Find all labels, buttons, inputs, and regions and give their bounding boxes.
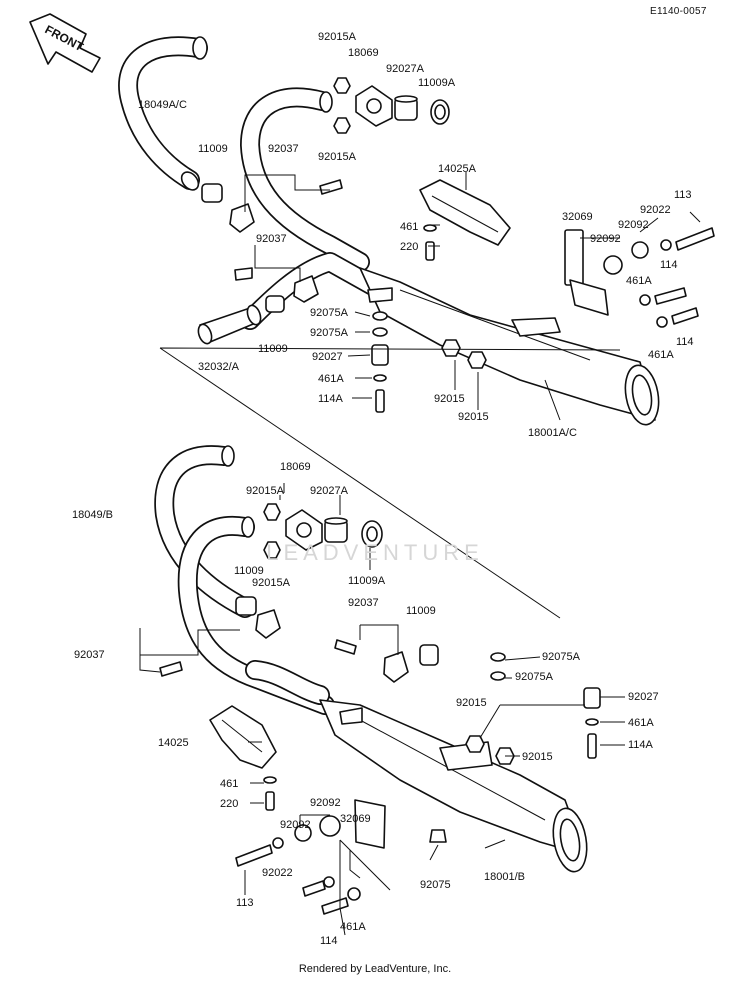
label-461A: 461A [626,275,652,287]
label-18001-B: 18001/B [484,871,525,883]
lower-right-hardware [465,652,601,765]
label-92027: 92027 [628,691,659,703]
label-92027A: 92027A [386,63,425,75]
label-92075A: 92075A [310,327,349,339]
label-32069: 32069 [562,211,593,223]
label-114A: 114A [628,739,654,751]
label-114: 114 [660,259,678,271]
label-92022: 92022 [640,204,671,216]
upper-heat-shield [419,179,511,246]
label-92022: 92022 [262,867,293,879]
upper-muffler-bracket [367,287,561,337]
label-461A: 461A [648,349,674,361]
label-18001A-C: 18001A/C [528,427,577,439]
label-114A: 114A [318,393,344,405]
upper-connector-pipe [197,304,262,345]
label-92037: 92037 [268,143,299,155]
label-18069: 18069 [348,47,379,59]
upper-mount-hardware [564,227,715,328]
label-92037: 92037 [74,649,105,661]
label-18049-B: 18049/B [72,509,113,521]
lower-heat-shield [209,705,277,769]
lower-flange [285,509,323,551]
label-92037: 92037 [348,597,379,609]
lower-muffler [319,699,588,873]
label-32069: 32069 [340,813,371,825]
label-11009: 11009 [198,143,228,155]
label-461: 461 [400,221,418,233]
lower-gasket [361,520,383,548]
lower-clamps [159,609,409,683]
label-11009: 11009 [258,343,288,355]
watermark: LEADVENTURE [266,540,484,565]
label-92092: 92092 [618,219,649,231]
label-92075A: 92075A [542,651,581,663]
upper-collar [394,95,418,121]
upper-rear-header-pipe [240,87,370,272]
label-92015A: 92015A [318,151,357,163]
label-220: 220 [220,798,238,810]
upper-header-pipe [118,36,208,191]
label-461A: 461A [318,373,344,385]
label-92092: 92092 [590,233,621,245]
lower-front-pipe [245,660,330,705]
upper-nuts [333,77,351,134]
upper-flange [355,85,393,127]
label-11009: 11009 [406,605,436,617]
upper-center-hardware [371,224,487,413]
label-92015: 92015 [458,411,489,423]
upper-part-labels: 92015A 18069 92027A 11009A 92015A 18049A… [138,31,694,439]
lower-ring-gasket [235,596,439,666]
label-92027A: 92027A [310,485,349,497]
label-11009: 11009 [234,565,264,577]
label-92092: 92092 [280,819,311,831]
label-461A: 461A [628,717,654,729]
footer-credit: Rendered by LeadVenture, Inc. [298,963,452,975]
label-14025: 14025 [158,737,189,749]
document-code: E1140-0057 [650,6,707,17]
front-arrow-icon: FRONT [29,13,101,73]
label-11009A: 11009A [418,77,456,89]
label-92027: 92027 [312,351,343,363]
label-113: 113 [674,189,692,201]
upper-muffler [359,267,660,426]
label-18069: 18069 [280,461,311,473]
label-461: 461 [220,778,238,790]
label-92015: 92015 [456,697,487,709]
label-92015: 92015 [522,751,553,763]
label-92015: 92015 [434,393,465,405]
label-92092: 92092 [310,797,341,809]
lower-left-hardware [235,776,447,915]
upper-ring-gasket [201,183,285,313]
label-32032-A: 32032/A [198,361,240,373]
label-114: 114 [676,336,694,348]
lower-header-pipe [154,445,255,618]
label-92015A: 92015A [246,485,285,497]
label-92075A: 92075A [515,671,554,683]
lower-collar [324,517,348,543]
label-18049A-C: 18049A/C [138,99,187,111]
upper-gasket [430,99,450,125]
lower-rear-header-pipe [177,515,335,715]
label-114: 114 [320,935,338,947]
label-92075A: 92075A [310,307,349,319]
label-92037: 92037 [256,233,287,245]
label-92075: 92075 [420,879,451,891]
label-11009A: 11009A [348,575,386,587]
lower-nuts [263,503,281,559]
label-92015A: 92015A [318,31,357,43]
label-220: 220 [400,241,418,253]
lower-leader-lines [139,483,625,936]
label-461A: 461A [340,921,366,933]
lower-part-labels: 18069 92015A 92027A 18049/B 11009 92015A… [72,461,659,947]
label-14025A: 14025A [438,163,477,175]
label-92015A: 92015A [252,577,291,589]
upper-clamps [229,179,343,303]
label-113: 113 [236,897,254,909]
upper-leader-lines [159,172,701,619]
